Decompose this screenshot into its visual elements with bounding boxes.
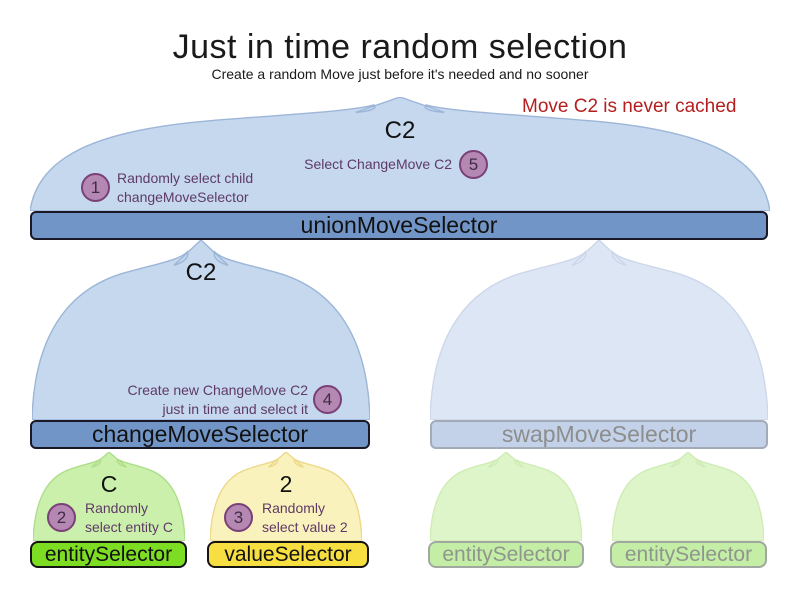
flow-label-change-c2: C2 — [185, 259, 217, 286]
faded-entity-selector-bar-right: entitySelector — [610, 541, 767, 568]
union-move-selector-bar: unionMoveSelector — [30, 211, 768, 240]
page-title: Just in time random selection — [172, 28, 628, 66]
entity-selector-bar: entitySelector — [30, 541, 187, 568]
flow-label-union-c2: C2 — [384, 117, 416, 144]
flow-label-value-2: 2 — [279, 471, 293, 497]
page-subtitle: Create a random Move just before it's ne… — [211, 66, 589, 82]
step-4-annotation: Create new ChangeMove C2 just in time an… — [127, 382, 308, 417]
step-3-badge: 3 — [224, 503, 253, 532]
step-1-badge: 1 — [81, 173, 110, 202]
change-move-selector-bar: changeMoveSelector — [30, 420, 370, 449]
step-3-annotation: Randomly select value 2 — [262, 500, 348, 535]
swap-funnel-arrow-shape — [430, 240, 768, 420]
step-5-annotation: Select ChangeMove C2 — [304, 156, 452, 172]
union-funnel-arrow-shape — [30, 97, 770, 211]
step-5-badge: 5 — [459, 150, 488, 179]
note-never-cached: Move C2 is never cached — [522, 96, 737, 117]
step-2-badge: 2 — [47, 503, 76, 532]
step-4-badge: 4 — [313, 385, 342, 414]
step-1-annotation: Randomly select child changeMoveSelector — [117, 170, 254, 205]
faded-entity-left-funnel-arrow-shape — [430, 452, 582, 541]
step-2-annotation: Randomly select entity C — [85, 500, 173, 535]
faded-entity-right-funnel-arrow-shape — [612, 452, 764, 541]
flow-label-entity-c: C — [100, 471, 118, 497]
value-selector-bar: valueSelector — [207, 541, 369, 568]
change-funnel-arrow-shape — [32, 240, 370, 420]
faded-entity-selector-bar-left: entitySelector — [428, 541, 584, 568]
swap-move-selector-bar: swapMoveSelector — [430, 420, 768, 449]
